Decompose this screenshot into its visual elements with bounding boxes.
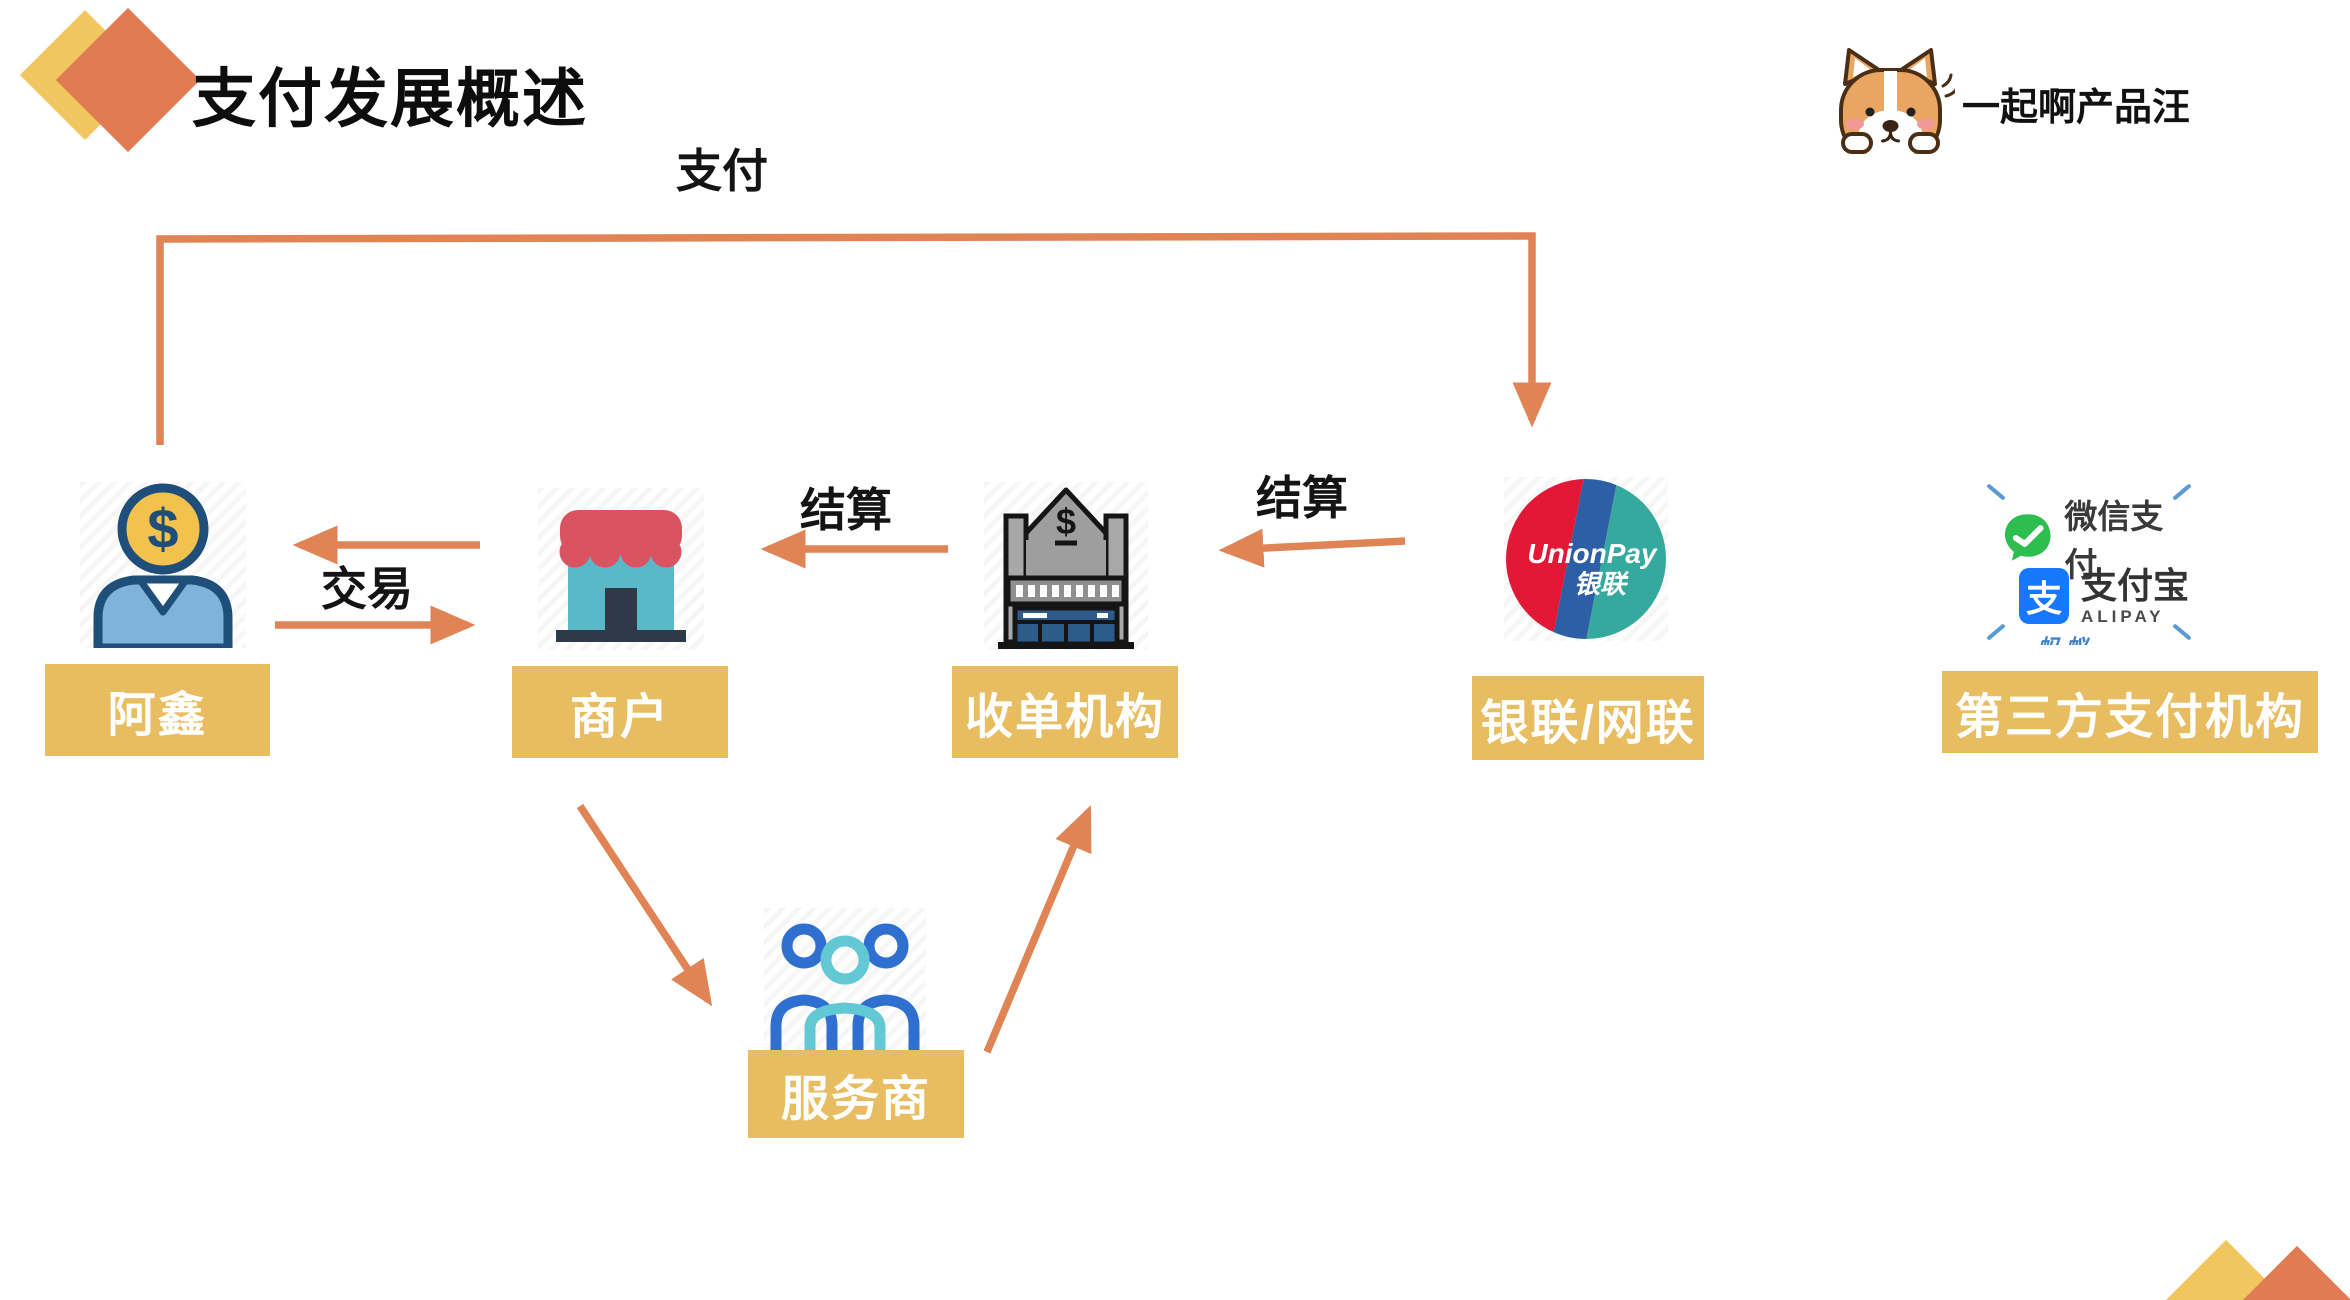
unionpay-cn-wordmark: 银联 bbox=[1574, 569, 1630, 599]
wechat-pay-logo bbox=[2004, 514, 2051, 561]
payment-arrow bbox=[156, 232, 1552, 445]
merchant-icon-tile bbox=[538, 488, 704, 650]
settlement-arrow-2 bbox=[1218, 528, 1406, 568]
alipay-logo: 支 bbox=[2019, 568, 2069, 624]
unionpay-wordmark: UnionPay bbox=[1527, 538, 1658, 569]
alipay-cn-text: 支付宝 bbox=[2081, 565, 2190, 606]
alipay-row: 支 支付宝 ALIPAY bbox=[2019, 568, 2189, 625]
merchant-label: 商户 bbox=[512, 666, 728, 758]
transaction-flow-label: 交易 bbox=[321, 563, 413, 615]
network-logo-tile: UnionPay 银联 bbox=[1504, 477, 1668, 641]
crop-corner-icon bbox=[2172, 623, 2192, 641]
page-title: 支付发展概述 bbox=[192, 63, 588, 135]
crop-corner-icon bbox=[1986, 623, 2006, 641]
customer-label: 阿鑫 bbox=[45, 664, 270, 756]
clipped-caption-text: 蚂蚁 bbox=[2037, 630, 2093, 645]
payment-flow-label: 支付 bbox=[676, 145, 768, 197]
alipay-en-text: ALIPAY bbox=[2081, 607, 2165, 626]
customer-icon-tile: $ bbox=[80, 482, 246, 653]
building-dollar-glyph: $ bbox=[1056, 501, 1076, 542]
brand-text: 一起啊产品汪 bbox=[1962, 87, 2191, 129]
settlement-flow-label-2: 结算 bbox=[1256, 472, 1348, 524]
merchant-to-service-arrow bbox=[576, 803, 713, 1007]
acquirer-icon-tile: $ bbox=[984, 482, 1148, 650]
people-icon bbox=[770, 923, 920, 1060]
corgi-icon bbox=[1839, 48, 1955, 154]
wechat-pay-text: 微信支付 bbox=[2064, 498, 2164, 583]
service-icon-tile bbox=[764, 908, 926, 1060]
acquirer-label: 收单机构 bbox=[952, 666, 1178, 758]
network-label: 银联/网联 bbox=[1472, 676, 1704, 760]
alipay-glyph: 支 bbox=[2025, 578, 2062, 619]
wechat-pay-row: 微信支付 bbox=[2001, 490, 2195, 586]
settlement-flow-label-1: 结算 bbox=[800, 484, 892, 536]
person-dollar-icon: $ bbox=[93, 483, 233, 653]
unionpay-logo: UnionPay 银联 bbox=[1506, 479, 1666, 639]
third-party-label: 第三方支付机构 bbox=[1942, 671, 2318, 753]
bank-building-icon: $ bbox=[998, 487, 1134, 649]
shop-icon bbox=[556, 510, 686, 642]
coin-dollar-glyph: $ bbox=[147, 497, 178, 560]
service-to-acquirer-arrow bbox=[983, 805, 1092, 1054]
service-label: 服务商 bbox=[748, 1050, 964, 1138]
alipay-wordmark: 支付宝 ALIPAY bbox=[2081, 565, 2190, 626]
third-party-logos-tile: 微信支付 支 支付宝 ALIPAY 蚂蚁 bbox=[1983, 480, 2195, 648]
